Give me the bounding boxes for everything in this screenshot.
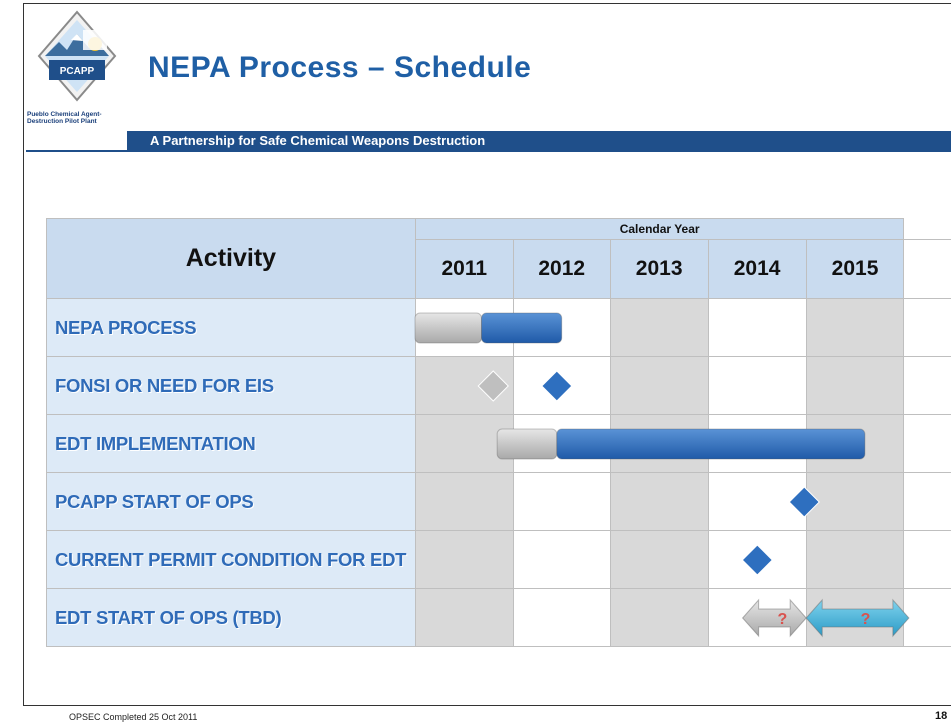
partnership-banner: A Partnership for Safe Chemical Weapons … [127,131,951,150]
activity-label: EDT START OF OPS (TBD) [46,588,416,647]
opsec-footer: OPSEC Completed 25 Oct 2011 [69,712,198,722]
page-title: NEPA Process – Schedule [148,51,532,84]
activity-label: PCAPP START OF OPS [46,472,416,531]
slide-border [23,3,951,706]
activity-label: NEPA PROCESS [46,298,416,357]
table-row: EDT IMPLEMENTATION [46,414,951,473]
table-row: NEPA PROCESS [46,298,951,357]
table-row: EDT START OF OPS (TBD) [46,588,951,647]
pcapp-logo: PCAPP [37,10,117,102]
page-number: 18 [935,710,948,722]
schedule-table: Activity Calendar Year 2011 2012 2013 20… [46,218,951,647]
table-header-row-calendar: Activity Calendar Year [46,218,951,299]
activity-label: CURRENT PERMIT CONDITION FOR EDT [46,530,416,589]
table-row: CURRENT PERMIT CONDITION FOR EDT [46,530,951,589]
year-header-2012: 2012 [512,239,611,299]
year-header-2011: 2011 [414,239,514,299]
activity-label: FONSI OR NEED FOR EIS [46,356,416,415]
activity-label: EDT IMPLEMENTATION [46,414,416,473]
svg-text:PCAPP: PCAPP [60,66,95,77]
year-header-2014: 2014 [707,239,807,299]
header-spacer [903,239,951,299]
table-row: FONSI OR NEED FOR EIS [46,356,951,415]
year-header-2015: 2015 [805,239,905,299]
banner-underline [26,150,951,152]
logo-caption: Pueblo Chemical Agent-Destruction Pilot … [27,111,102,125]
table-row: PCAPP START OF OPS [46,472,951,531]
year-header-2013: 2013 [609,239,709,299]
header-spacer [903,218,951,240]
activity-header: Activity [46,218,416,299]
table-header-row-years: 2011 2012 2013 2014 2015 [47,239,951,299]
calendar-year-header: Calendar Year [414,218,905,240]
